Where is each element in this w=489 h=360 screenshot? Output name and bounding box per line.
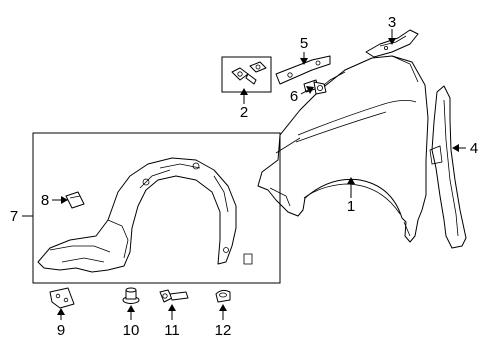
fender-part [257, 55, 429, 243]
clip-10-part [122, 287, 140, 304]
liner-group-frame [32, 132, 281, 284]
clip-12-part [215, 289, 231, 303]
callout-10: 10 [123, 322, 140, 339]
callout-4: 4 [470, 140, 478, 157]
pad-8-part [65, 191, 85, 209]
callout-11: 11 [164, 322, 180, 339]
callout-8: 8 [41, 192, 49, 209]
callout-9: 9 [57, 322, 65, 339]
leader-lines [22, 29, 466, 320]
callout-5: 5 [300, 35, 308, 52]
fender-seal-part [429, 85, 467, 249]
callout-12: 12 [215, 322, 232, 339]
bolt-set-2-part [221, 56, 272, 93]
bolt-11-part [159, 289, 189, 303]
callout-6: 6 [290, 88, 298, 105]
fender-liner-part [37, 157, 253, 273]
clip-9-part [49, 287, 75, 309]
callout-2: 2 [240, 104, 248, 121]
callout-labels: 1 2 3 4 5 6 7 8 9 10 11 12 [10, 14, 478, 339]
callout-3: 3 [388, 14, 396, 31]
callout-7: 7 [10, 208, 18, 225]
bracket-part [275, 55, 331, 85]
callout-1: 1 [347, 198, 355, 215]
